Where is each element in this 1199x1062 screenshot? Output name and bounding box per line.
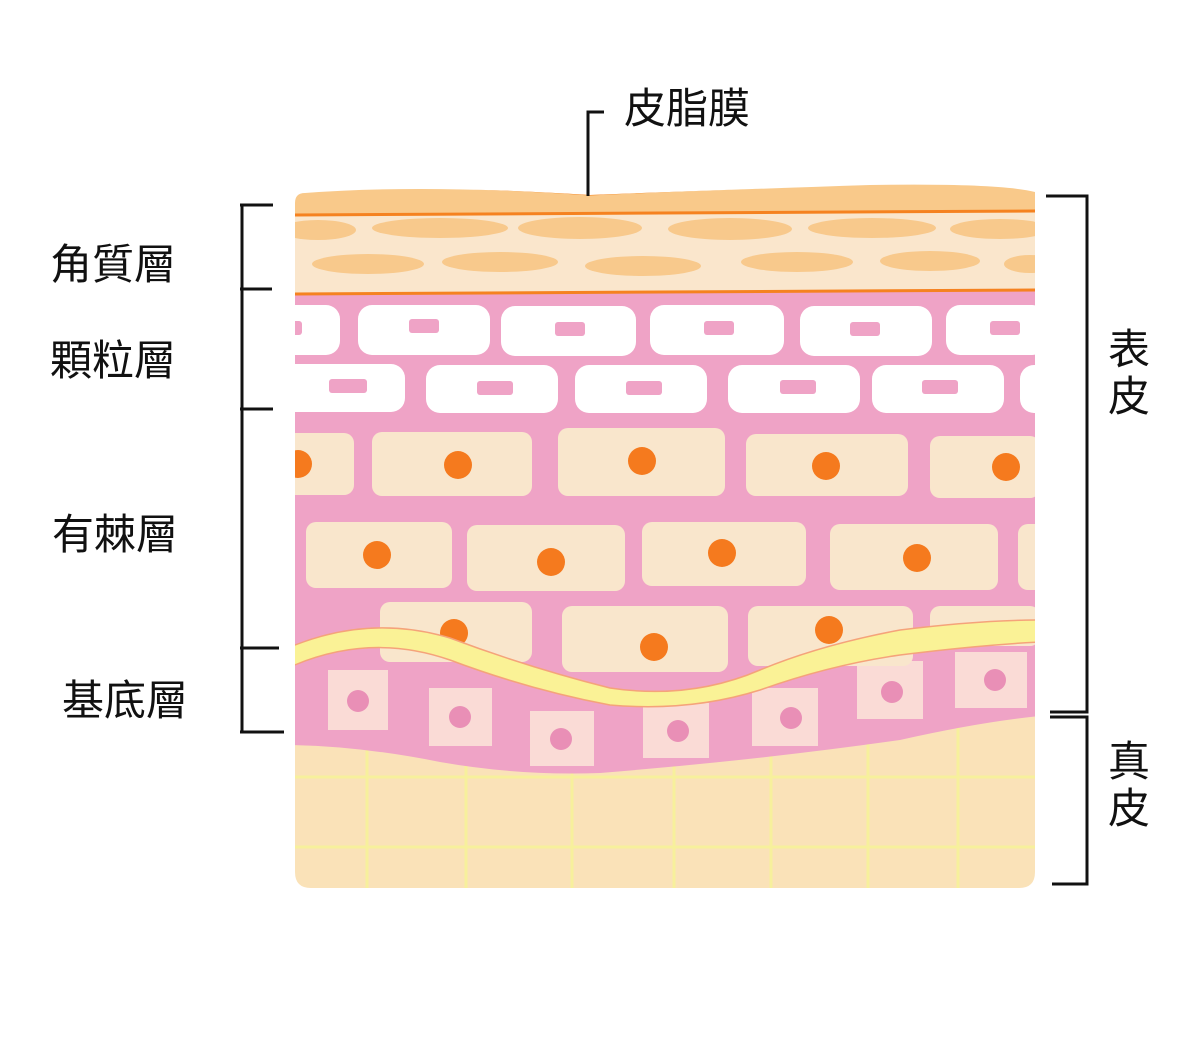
basal-nucleus [780,707,802,729]
spinous-cell [930,436,1035,498]
corneum-cell [1004,255,1035,273]
corneum-cell [312,254,424,274]
corneum-cell [585,256,701,276]
sebum-bottom-line [295,209,1035,217]
nucleus [295,450,312,478]
basal-cells [328,652,1027,766]
granular-nucleus [850,322,880,336]
granular-nucleus [626,381,662,395]
nucleus [815,616,843,644]
stratum-basale-label: 基底層 [62,676,189,725]
sebum-leader-line [586,110,604,196]
epidermis-label-char: 表 [1107,325,1150,374]
granular-nucleus [704,321,734,335]
skin-cross-section [295,184,1035,889]
nucleus [444,451,472,479]
granular-cell [1020,365,1035,413]
corneum-cell [880,251,980,271]
granular-cell [295,305,340,355]
epidermis-bracket [1046,194,1089,714]
nucleus [708,539,736,567]
spinous-cell [1018,524,1035,590]
corneum-cell [668,218,792,240]
nucleus [640,633,668,661]
basal-nucleus [667,720,689,742]
stratum-corneum-label: 角質層 [50,240,177,289]
basal-nucleus [984,669,1006,691]
granular-nucleus [329,379,367,393]
corneum-cell [741,252,853,272]
corneum-cell [950,219,1035,239]
corneum-cell [372,218,508,238]
basal-nucleus [881,681,903,703]
nucleus [992,453,1020,481]
corneum-bottom-line [295,288,1035,296]
dermis-label: 真 皮 [1106,738,1152,832]
granular-nucleus [555,322,585,336]
dermis-label-char: 皮 [1107,784,1150,834]
epidermis-label-char: 皮 [1107,372,1150,422]
corneum-cell [518,217,642,239]
nucleus [903,544,931,572]
granular-nucleus [780,380,816,394]
basal-nucleus [347,690,369,712]
basal-nucleus [550,728,572,750]
granular-nucleus [477,381,513,395]
corneum-cell [295,220,356,240]
epidermis-label: 表 皮 [1106,326,1152,420]
spinous-cell [295,433,354,495]
nucleus [537,548,565,576]
nucleus [363,541,391,569]
nucleus [812,452,840,480]
sebum-film [295,184,1035,215]
granular-nuclei [295,319,1020,395]
granular-nucleus [295,321,302,335]
stratum-spinosum-label: 有棘層 [52,510,179,559]
left-bracket [240,203,284,734]
dermis-label-char: 真 [1107,737,1150,786]
spinous-nuclei [295,447,1020,661]
granular-nucleus [409,319,439,333]
granular-nucleus [922,380,958,394]
corneum-cells [295,217,1035,276]
stratum-granulosum-label: 顆粒層 [50,336,177,385]
granular-nucleus [990,321,1020,335]
corneum-cell [442,252,558,272]
nucleus [628,447,656,475]
sebum-film-label: 皮脂膜 [624,84,751,133]
basement-membrane [295,619,1035,708]
dermis-bracket [1050,715,1089,886]
corneum-cell [808,218,936,238]
basal-nucleus [449,706,471,728]
